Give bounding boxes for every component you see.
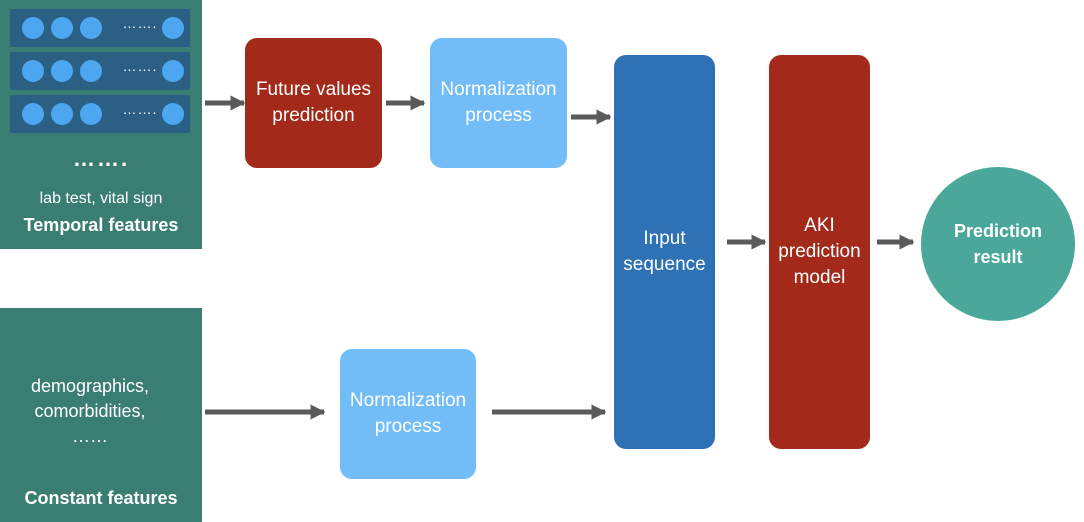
- sequence-row-2: …….: [10, 52, 190, 90]
- data-point-dot: [80, 17, 102, 39]
- row-ellipsis: …….: [122, 58, 158, 74]
- input-sequence-box: Input sequence: [614, 55, 715, 449]
- row-ellipsis: …….: [122, 101, 158, 117]
- data-point-dot: [80, 60, 102, 82]
- data-point-dot: [51, 60, 73, 82]
- constant-text: demographics, comorbidities, ……: [30, 376, 150, 446]
- sequence-row-1: …….: [10, 9, 190, 47]
- aki-prediction-model-box: AKI prediction model: [769, 55, 870, 449]
- temporal-caption: lab test, vital sign: [39, 190, 163, 207]
- data-point-dot: [162, 60, 184, 82]
- sequence-row-3: …….: [10, 95, 190, 133]
- data-point-dot: [51, 103, 73, 125]
- data-point-dot: [22, 17, 44, 39]
- data-point-dot: [22, 60, 44, 82]
- prediction-result-circle: Prediction result: [921, 167, 1075, 321]
- data-point-dot: [80, 103, 102, 125]
- temporal-ellipsis: …….: [72, 146, 130, 171]
- data-point-dot: [51, 17, 73, 39]
- temporal-title: Temporal features: [23, 215, 179, 235]
- normalization-process-bottom-box: Normalization process: [340, 349, 476, 479]
- row-ellipsis: …….: [122, 15, 158, 31]
- constant-title: Constant features: [24, 488, 178, 508]
- normalization-process-top-box: Normalization process: [430, 38, 567, 168]
- constant-features-panel: demographics, comorbidities, …… Constant…: [0, 308, 202, 522]
- data-point-dot: [162, 103, 184, 125]
- future-values-prediction-box: Future values prediction: [245, 38, 382, 168]
- data-point-dot: [22, 103, 44, 125]
- temporal-features-panel: ……. ……. ……. ……. lab test, vital sign Tem…: [0, 0, 202, 249]
- data-point-dot: [162, 17, 184, 39]
